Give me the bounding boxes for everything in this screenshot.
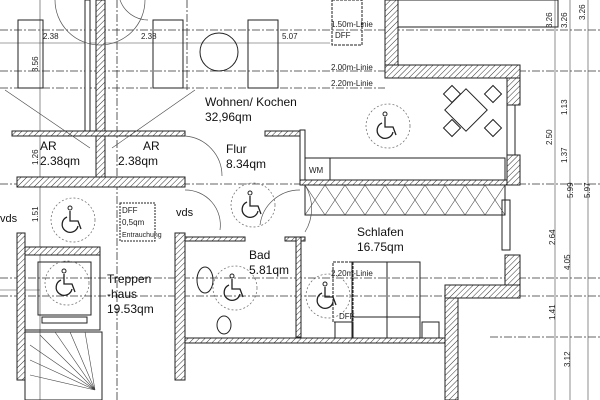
vds-label-left: vds [0,213,18,225]
wheelchair-accessible-icon [365,103,411,149]
room-area-ar-right: 2.38qm [118,154,158,168]
room-name-bad: Bad [249,248,270,262]
wm-label: WM [309,166,324,175]
dimension: 3.56 [31,56,40,72]
room-area-bad: 5.81qm [249,263,289,277]
dimension: 4.05 [563,254,572,270]
dimension: 1.13 [560,99,569,115]
dimension: 1.26 [31,149,40,165]
room-area-wohnen: 32,96qm [205,110,252,124]
dimension: 1.51 [31,206,40,222]
dimension: 3.12 [563,351,572,367]
line-150-label: 1.50m-Linie [331,20,373,29]
line-220-label-bed: 2.20m-Linie [331,269,373,278]
room-area-schlafen: 16.75qm [357,240,404,254]
dimension: 5.99 [566,182,575,198]
dimension: 1.41 [548,304,557,320]
dff-smoke-label: DFF [122,206,138,215]
room-name-treppenhaus-1: Treppen [107,272,151,286]
dff-label-top: DFF [335,31,351,40]
dff-label-bed: DFF [339,312,355,321]
room-area-flur: 8.34qm [226,157,266,171]
room-name-ar-right: AR [143,139,160,153]
vds-label-right: vds [176,207,194,219]
dimension: 2.38 [141,32,157,41]
dimension: 3.26 [560,12,569,28]
dining-table-icon [442,84,503,138]
wheelchair-accessible-icon [44,260,90,306]
room-name-schlafen: Schlafen [357,225,404,239]
dimension: 3.26 [578,4,587,20]
line-200-label: 2.00m-Linie [331,63,373,72]
line-220-label: 2.20m-Linie [331,79,373,88]
room-area-treppenhaus: 19.53qm [107,302,154,316]
furniture [4,0,506,400]
dimension: 3.26 [545,12,554,28]
room-area-ar-left: 2.38qm [40,154,80,168]
dimension: 5.97 [583,182,592,198]
room-name-treppenhaus-2: -haus [107,287,137,301]
wheelchair-accessible-icon [50,197,96,243]
dimension: 2.64 [548,229,557,245]
dimension: 2.50 [545,129,554,145]
dimension-labels: 2.38 2.38 5.07 3.56 1.26 1.51 3.26 3.26 … [31,4,592,367]
toilet-icon [216,315,232,335]
walls [11,0,559,400]
stair-icon [24,331,103,400]
dff-smoke-desc: Entrauchung [122,232,162,239]
elevator-icon [24,254,101,331]
room-name-wohnen: Wohnen/ Kochen [205,95,297,109]
wardrobe [304,184,506,216]
bed-icon [334,261,440,339]
dimension: 2.38 [43,32,59,41]
room-name-flur: Flur [226,142,247,156]
sink-icon [196,266,214,294]
dff-smoke-area: 0,5qm [122,218,145,227]
room-name-ar-left: AR [40,139,57,153]
dimension: 5.07 [282,32,298,41]
dimension: 1.37 [560,147,569,163]
